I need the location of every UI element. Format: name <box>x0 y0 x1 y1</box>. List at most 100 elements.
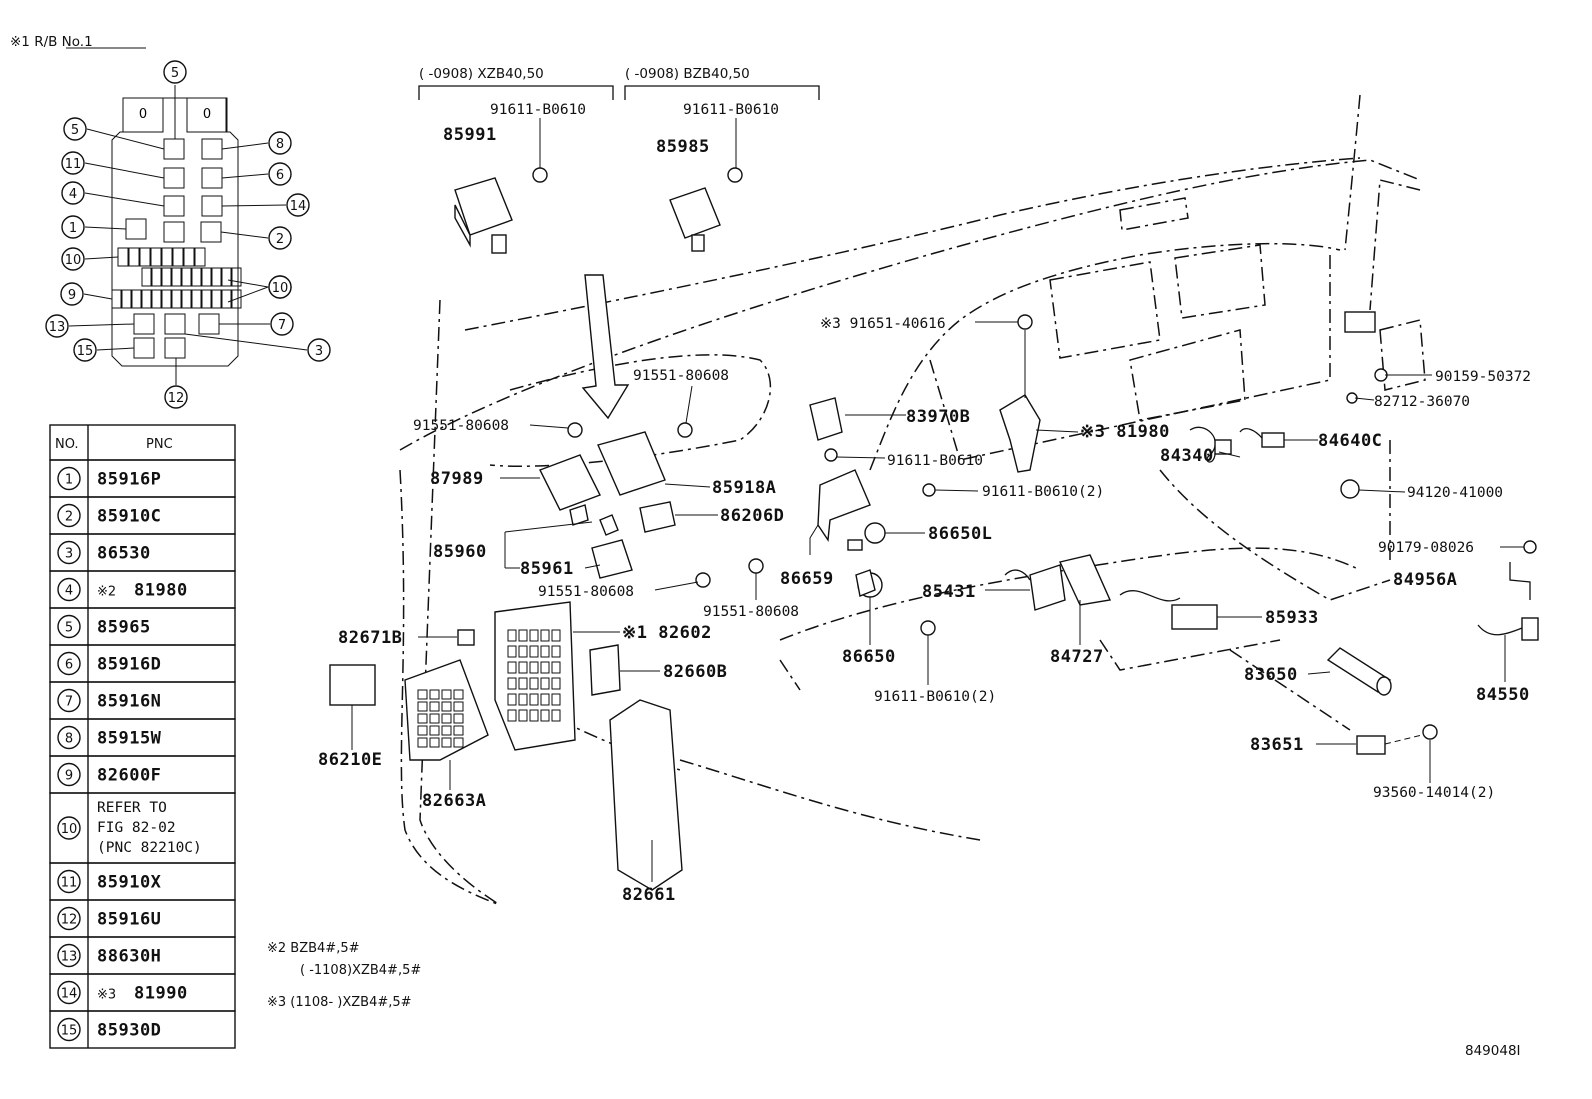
part-label-91551b: 91551-80608 <box>413 418 509 434</box>
leader-lines <box>351 118 1524 882</box>
table-row-pnc: 85910C <box>97 507 161 527</box>
callout-circle <box>60 282 84 306</box>
part-label-86206D: 86206D <box>720 506 784 526</box>
part-label-91611d: 91611-B0610(2) <box>982 484 1104 500</box>
part-label-85918A: 85918A <box>712 478 776 498</box>
part-label-82660B: 82660B <box>663 662 727 682</box>
table-row-pnc: 85916D <box>97 655 161 675</box>
part-label-82602: ※1 82602 <box>622 623 712 643</box>
table-row: 14 ※3 81990 <box>49 973 236 1012</box>
part-label-82712: 82712-36070 <box>1374 394 1470 410</box>
table-row-pnc: 85915W <box>97 729 162 749</box>
part-label-82661: 82661 <box>622 885 676 905</box>
part-label-83970B: 83970B <box>906 407 970 427</box>
callout-circle <box>45 314 69 338</box>
table-header-no: NO. <box>55 437 79 452</box>
part-label-85431: 85431 <box>922 582 976 602</box>
part-label-91551c: 91551-80608 <box>538 584 634 600</box>
table-row-mark: ※3 <box>97 988 116 1003</box>
svg-text:0: 0 <box>203 107 211 122</box>
callout-circle <box>268 275 292 299</box>
part-label-91651: ※3 91651-40616 <box>820 316 946 332</box>
callout-circle <box>268 131 292 155</box>
part-label-86659: 86659 <box>780 569 834 589</box>
part-label-91551d: 91551-80608 <box>703 604 799 620</box>
part-label-84340: 84340 <box>1160 446 1214 466</box>
callout-number: 7 <box>278 318 286 333</box>
part-label-82671B: 82671B <box>338 628 402 648</box>
part-label-91611a: 91611-B0610 <box>490 102 586 118</box>
table-row-pnc: 85910X <box>97 873 162 893</box>
callout-number: 4 <box>69 187 77 202</box>
callout-circle <box>164 385 188 409</box>
note-3: ※3 (1108- )XZB4#,5# <box>267 995 412 1010</box>
callout-circle <box>63 117 87 141</box>
callout-circle <box>61 215 85 239</box>
note-2-line-2: ( -1108)XZB4#,5# <box>300 963 421 978</box>
part-label-84727: 84727 <box>1050 647 1104 667</box>
table-row-no: 6 <box>65 658 73 673</box>
callout-number: 12 <box>168 391 185 406</box>
callout-number: 6 <box>276 168 284 183</box>
part-label-81980: ※3 81980 <box>1080 422 1170 442</box>
callout-number: 8 <box>276 137 284 152</box>
table-row: 10 REFER TO FIG 82-02 (PNC 82210C) <box>49 792 236 864</box>
table-row-pnc-line: (PNC 82210C) <box>97 840 202 856</box>
dashboard-outline <box>399 94 1426 906</box>
callout-circle <box>270 312 294 336</box>
part-label-91611e: 91611-B0610(2) <box>874 689 996 705</box>
variant-left: ( -0908) XZB40,50 <box>419 66 544 82</box>
table-row-no: 14 <box>61 987 78 1002</box>
part-labels: 85991 91611-B0610 85985 91611-B0610 ※3 91651… <box>318 102 1531 905</box>
callout-number: 5 <box>71 123 79 138</box>
table-row-pnc: 85916N <box>97 692 161 712</box>
table-row-pnc: 81980 <box>134 581 188 601</box>
callout-circle <box>268 162 292 186</box>
table-row-no: 12 <box>61 913 78 928</box>
part-label-91611c: 91611-B0610 <box>887 453 983 469</box>
callout-circle <box>61 247 85 271</box>
table-row: 11 85910X <box>49 862 236 901</box>
callout-number: 11 <box>65 157 82 172</box>
callout-number: 3 <box>315 344 323 359</box>
table-row-pnc-line: FIG 82-02 <box>97 820 176 836</box>
part-label-84640C: 84640C <box>1318 431 1382 451</box>
table-header-pnc: PNC <box>146 437 173 452</box>
part-label-84550: 84550 <box>1476 685 1530 705</box>
table-row-pnc: 81990 <box>134 984 188 1004</box>
part-label-90179: 90179-08026 <box>1378 540 1474 556</box>
relay-block-callouts: 55114110913151237101021468 <box>45 60 331 409</box>
variant-right: ( -0908) BZB40,50 <box>625 66 750 82</box>
part-label-90159: 90159-50372 <box>1435 369 1531 385</box>
callout-circle <box>73 338 97 362</box>
callout-number: 10 <box>272 281 289 296</box>
callout-circle <box>61 151 85 175</box>
part-label-85991: 85991 <box>443 125 497 145</box>
part-label-85961: 85961 <box>520 559 574 579</box>
part-label-85933: 85933 <box>1265 608 1319 628</box>
table-row-no: 10 <box>61 822 78 837</box>
part-label-85985: 85985 <box>656 137 710 157</box>
table-row-pnc: 85930D <box>97 1021 161 1041</box>
callout-circle <box>286 193 310 217</box>
table-row-pnc: 86530 <box>97 544 151 564</box>
callout-circle <box>307 338 331 362</box>
svg-text:0: 0 <box>139 107 147 122</box>
part-label-86650: 86650 <box>842 647 896 667</box>
part-label-86210E: 86210E <box>318 750 382 770</box>
table-row-no: 11 <box>61 876 78 891</box>
table-row-pnc-line: REFER TO <box>97 800 167 816</box>
callout-number: 14 <box>290 199 307 214</box>
part-label-84956A: 84956A <box>1393 570 1457 590</box>
callout-number: 13 <box>49 320 66 335</box>
part-label-82663A: 82663A <box>422 791 486 811</box>
relay-block-title: ※1 R/B No.1 <box>10 34 93 50</box>
